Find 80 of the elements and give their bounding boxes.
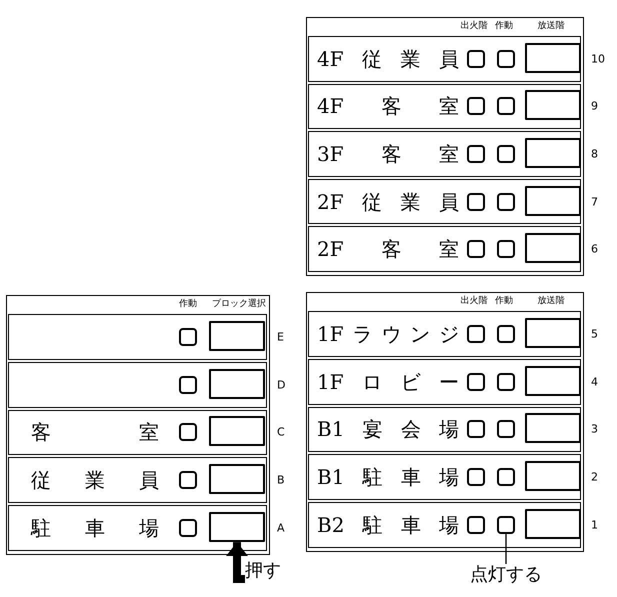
indicator-lamp — [467, 192, 485, 211]
row-label: 客室 — [31, 420, 159, 444]
indicator-lamp — [179, 519, 197, 538]
callout-text: 押す — [245, 560, 281, 582]
indicator-lamp — [497, 192, 515, 211]
push-button — [209, 416, 265, 446]
row-number: A — [277, 522, 285, 535]
row-label: 2F従業員 — [317, 190, 459, 214]
row-number: 6 — [591, 242, 598, 256]
row-label: 3F客室 — [317, 142, 459, 166]
indicator-lamp — [467, 50, 485, 68]
indicator-lamp — [497, 50, 515, 68]
block-arrow — [226, 542, 248, 583]
column-header: 放送階 — [538, 295, 564, 307]
row-label: B1駐車場 — [317, 465, 459, 490]
push-button — [525, 233, 581, 264]
indicator-lamp — [179, 423, 197, 442]
column-header: 出火階 — [460, 295, 488, 307]
row-number: 4 — [591, 375, 598, 388]
indicator-lamp — [467, 516, 485, 534]
column-header: 出火階 — [460, 20, 488, 32]
row-number: E — [277, 330, 284, 344]
row-label: 駐車場 — [31, 516, 159, 540]
indicator-lamp — [497, 144, 515, 163]
indicator-lamp — [179, 471, 197, 490]
indicator-lamp — [467, 240, 485, 258]
indicator-lamp — [179, 376, 197, 394]
row-number: 1 — [591, 518, 598, 532]
row-number: 2 — [591, 470, 598, 484]
indicator-lamp — [497, 240, 515, 258]
row-label: 1Fロビー — [317, 370, 459, 394]
indicator-lamp — [497, 516, 515, 534]
callout-text: 点灯する — [470, 564, 542, 586]
push-button — [525, 461, 581, 492]
indicator-lamp — [497, 372, 515, 391]
indicator-lamp — [467, 420, 485, 438]
push-button — [525, 318, 581, 348]
row-number: 8 — [591, 147, 598, 160]
column-header: 放送階 — [538, 20, 564, 32]
row-label: B1宴会場 — [317, 417, 459, 442]
indicator-lamp — [467, 324, 485, 343]
push-button — [209, 320, 265, 351]
row-number: 9 — [591, 100, 598, 113]
push-button — [209, 512, 265, 542]
row-label: 従業員 — [31, 468, 159, 492]
column-header: ブロック選択 — [212, 298, 266, 310]
row-number: D — [277, 378, 286, 392]
column-header: 作動 — [495, 295, 513, 307]
indicator-lamp — [467, 97, 485, 116]
row-label: 4F従業員 — [317, 46, 459, 71]
indicator-lamp — [497, 420, 515, 438]
push-button — [525, 413, 581, 444]
push-button — [525, 509, 581, 540]
row-label: 2F客室 — [317, 237, 459, 262]
indicator-lamp — [497, 324, 515, 343]
indicator-lamp — [497, 97, 515, 116]
leader-line — [505, 534, 507, 564]
row-number: C — [277, 426, 285, 439]
push-button — [525, 42, 581, 73]
row-label: B2駐車場 — [317, 513, 459, 538]
push-button — [209, 368, 265, 399]
column-header: 作動 — [495, 20, 513, 32]
indicator-lamp — [467, 144, 485, 163]
push-button — [525, 186, 581, 216]
indicator-lamp — [467, 468, 485, 486]
push-button — [525, 90, 581, 120]
row-number: 3 — [591, 422, 598, 436]
row-number: 10 — [591, 52, 605, 66]
row-number: B — [277, 474, 285, 487]
row-number: 7 — [591, 195, 598, 208]
push-button — [525, 138, 581, 168]
indicator-lamp — [467, 372, 485, 391]
row-label: 4F客室 — [317, 94, 459, 118]
push-button — [209, 464, 265, 494]
indicator-lamp — [179, 328, 197, 346]
row-number: 5 — [591, 327, 598, 340]
indicator-lamp — [497, 468, 515, 486]
column-header: 作動 — [179, 298, 197, 310]
push-button — [525, 366, 581, 396]
row-label: 1Fラウンジ — [317, 322, 459, 346]
